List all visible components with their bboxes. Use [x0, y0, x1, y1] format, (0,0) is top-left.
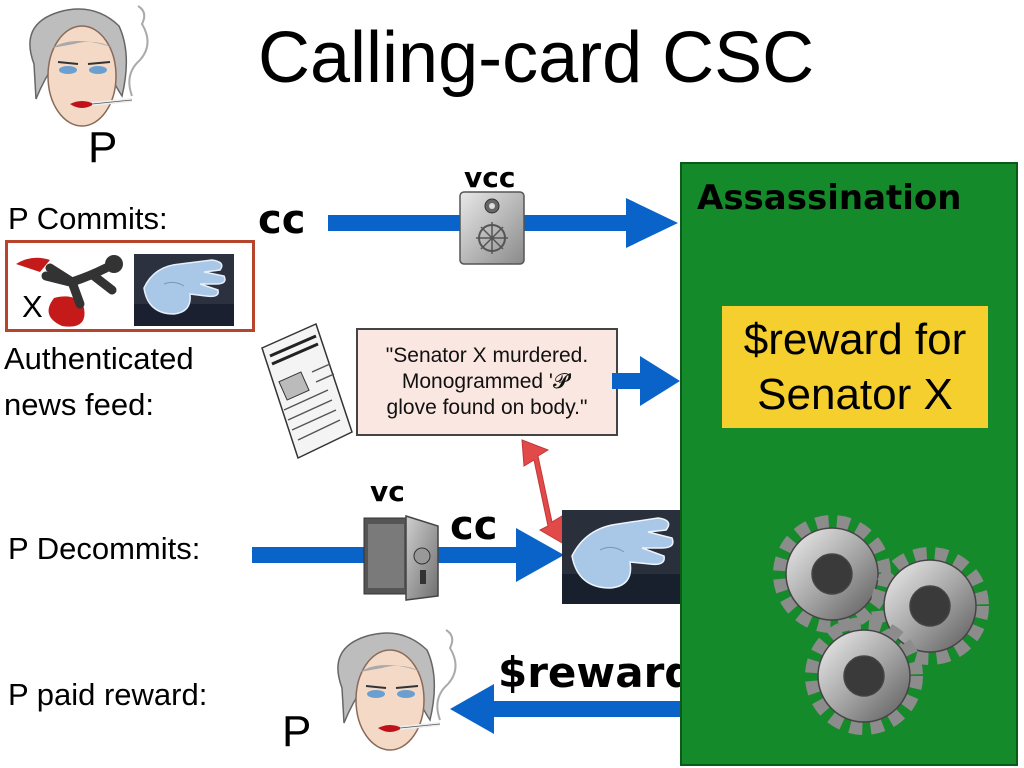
paid-label: P paid reward: [8, 677, 208, 712]
newspaper-icon [261, 322, 353, 460]
reward-line1: $reward for [743, 315, 967, 364]
contract-title: Assassination [697, 178, 962, 218]
paid-amount: $reward [498, 648, 695, 697]
safe-icon [459, 191, 525, 265]
commit-token: cc [258, 197, 306, 243]
news-arrow [612, 356, 680, 406]
news-quote-box: "Senator X murdered. Monogrammed '𝓟' glo… [356, 328, 618, 436]
victim-figure-icon [16, 255, 123, 327]
woman-face-icon [337, 629, 457, 751]
news-quote-line1: "Senator X murdered. [385, 343, 589, 367]
news-label-line1: Authenticated [4, 341, 194, 376]
perpetrator-label-top: P [88, 123, 118, 172]
reward-line2: Senator X [757, 370, 953, 419]
vc-label: vc [370, 475, 405, 508]
vcc-label: vcc [464, 161, 516, 194]
perpetrator-label-bottom: P [282, 707, 312, 756]
commit-label: P Commits: [8, 201, 168, 236]
victim-label: X [22, 289, 43, 324]
news-label-line2: news feed: [4, 387, 154, 422]
woman-face-icon [29, 5, 149, 127]
decommit-token: cc [450, 503, 498, 549]
glove-image [562, 510, 684, 604]
decommit-label: P Decommits: [8, 531, 201, 566]
news-quote-line3: glove found on body." [386, 396, 588, 420]
gears-icon [773, 515, 989, 735]
calling-card-frame [5, 240, 255, 332]
slide-title: Calling-card CSC [258, 18, 815, 98]
paid-arrow [450, 684, 682, 734]
vault-icon [363, 514, 439, 601]
glove-image [134, 254, 234, 326]
reward-box: $reward for Senator X [722, 306, 988, 428]
news-quote-line2: Monogrammed '𝓟' [401, 369, 573, 393]
